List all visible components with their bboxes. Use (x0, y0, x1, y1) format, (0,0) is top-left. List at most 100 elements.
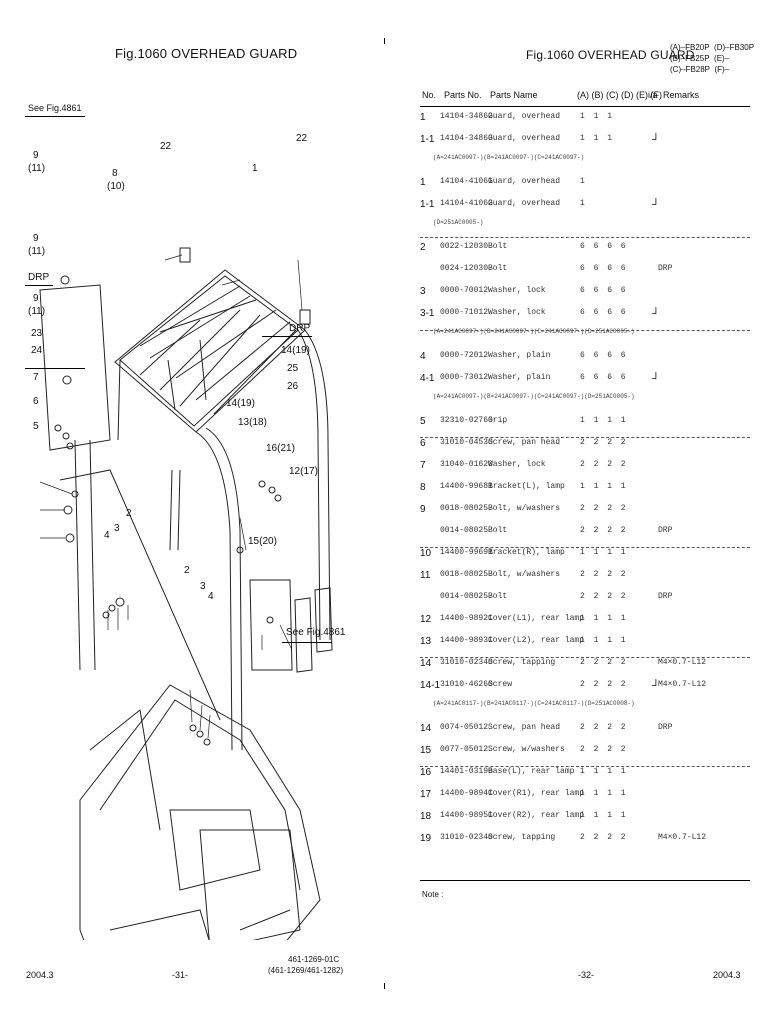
serial-note: (A=241AC0097-)(B=241AC0097-)(C=241AC0097… (433, 328, 635, 335)
row-parts-name: Washer, lock (488, 308, 546, 317)
model-c: (C)–FB28P (670, 65, 711, 74)
callout-2-b: 2 (184, 565, 190, 576)
row-parts-name: Cover(R2), rear lamp (488, 811, 585, 820)
row-qty: 1 1 1 (580, 112, 615, 121)
row-parts-no: 0000-70012 (440, 286, 489, 295)
callout-26: 26 (287, 381, 299, 392)
row-no: 6 (420, 438, 426, 449)
callout-22-b: 22 (296, 133, 308, 144)
row-parts-no: 14104-34862 (440, 112, 493, 121)
binding-mark-top (384, 38, 385, 44)
row-parts-no: 0024-12030 (440, 264, 489, 273)
serial-note: (A=241AC0097-)(B=241AC0097-)(C=241AC0097… (433, 393, 635, 400)
row-parts-name: Washer, lock (488, 460, 546, 469)
guard-pillars (117, 329, 331, 751)
group-separator (420, 547, 750, 548)
row-parts-name: Grip (488, 416, 508, 425)
model-a: (A)–FB20P (670, 43, 710, 52)
row-qty: 1 1 1 1 (580, 548, 628, 557)
row-parts-no: 0014-08025 (440, 592, 489, 601)
see-fig-top-line (25, 116, 85, 117)
row-no: 4-1 (420, 373, 435, 384)
row-no: 8 (420, 482, 426, 493)
row-parts-no: 14104-41062 (440, 199, 493, 208)
row-qty: 1 1 1 1 (580, 789, 628, 798)
exploded-diagram (39, 247, 333, 940)
row-qty: 1 (580, 177, 587, 186)
left-footer-models: (461-1269/461-1282) (268, 966, 344, 975)
callout-11-b: (11) (28, 246, 46, 257)
row-remarks: DRP (658, 526, 673, 535)
row-ia-mark: ┘ (652, 199, 660, 211)
row-qty: 6 6 6 6 (580, 286, 628, 295)
row-no: 12 (420, 614, 432, 625)
row-parts-no: 0077-05012 (440, 745, 489, 754)
callout-drp-left: DRP (28, 272, 50, 283)
callout-4-a: 4 (104, 530, 110, 541)
fasteners (54, 247, 311, 746)
row-parts-name: Cover(R1), rear lamp (488, 789, 585, 798)
row-parts-no: 31010-46260 (440, 680, 493, 689)
row-parts-name: Washer, plain (488, 373, 551, 382)
row-parts-name: Guard, overhead (488, 177, 561, 186)
binding-mark-bottom (384, 983, 385, 989)
header-parts-no: Parts No. (444, 90, 482, 100)
row-parts-name: Bolt (488, 592, 508, 601)
callout-7: 7 (33, 372, 39, 383)
model-f: (F)– (714, 65, 730, 74)
row-parts-name: Washer, plain (488, 351, 551, 360)
row-parts-name: Washer, lock (488, 286, 546, 295)
table-header: No. Parts No. Parts Name (A) (B) (C) (D)… (420, 90, 750, 104)
row-no: 14 (420, 723, 432, 734)
row-ia-mark: ┘ (652, 308, 660, 320)
row-no: 11 (420, 570, 431, 581)
row-parts-name: Cover(L2), rear lamp (488, 636, 585, 645)
row-parts-no: 31040-01620 (440, 460, 493, 469)
row-no: 3 (420, 286, 426, 297)
row-no: 16 (420, 767, 432, 778)
row-no: 19 (420, 833, 432, 844)
rear-lamp-bracket (249, 579, 333, 673)
row-parts-no: 14400-98921 (440, 614, 493, 623)
row-qty: 1 1 1 1 (580, 636, 628, 645)
row-parts-no: 14400-98931 (440, 636, 493, 645)
row-parts-name: Screw, w/washers (488, 745, 565, 754)
row-qty: 2 2 2 2 (580, 833, 628, 842)
row-qty: 2 2 2 2 (580, 723, 628, 732)
truck-base-frame (79, 684, 321, 940)
model-legend: (A)–FB20P (D)–FB30P (B)–FB25P (E)– (C)–F… (670, 42, 754, 75)
row-parts-no: 14400-98941 (440, 789, 493, 798)
right-footer-page: -32- (578, 970, 595, 980)
model-b: (B)–FB25P (670, 54, 710, 63)
group-separator (420, 437, 750, 438)
callout-23: 23 (31, 328, 43, 339)
row-qty: 1 1 1 1 (580, 416, 628, 425)
callout-9-a: 9 (33, 150, 39, 161)
row-qty: 1 1 1 (580, 134, 615, 143)
callout-11-a: (11) (28, 163, 46, 174)
callout-13-18: 13(18) (238, 417, 267, 428)
row-qty: 2 2 2 2 (580, 504, 628, 513)
callout-9-b: 9 (33, 233, 39, 244)
row-remarks: M4×0.7-L12 (658, 833, 707, 842)
header-remarks: Remarks (663, 90, 700, 100)
row-no: 2 (420, 242, 426, 253)
row-parts-name: Bolt, w/washers (488, 504, 561, 513)
row-qty: 6 6 6 6 (580, 264, 628, 273)
row-no: 18 (420, 811, 432, 822)
callout-14-19-b: 14(19) (226, 398, 255, 409)
